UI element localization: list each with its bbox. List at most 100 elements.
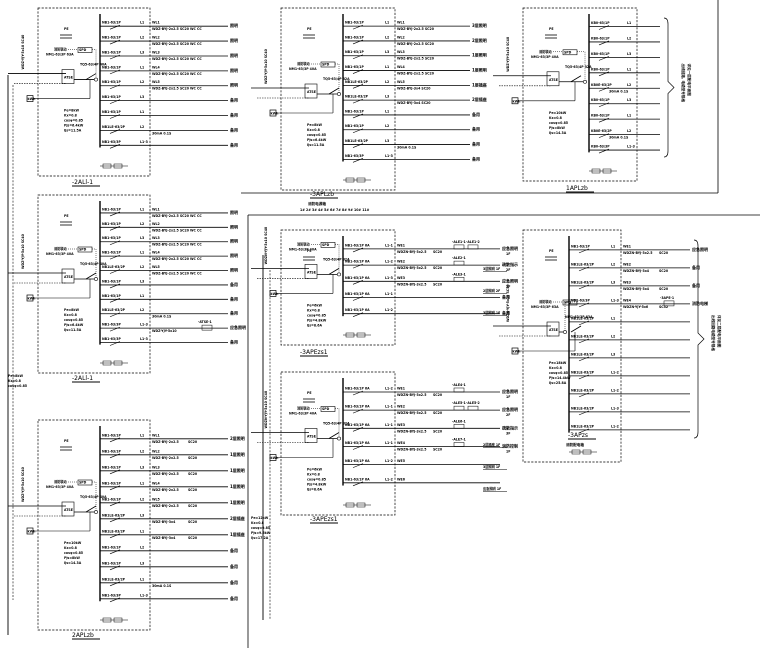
phase-label: L2 — [140, 125, 144, 129]
param-text: cosφ=0.85 — [307, 478, 326, 482]
breaker-blade — [578, 320, 590, 326]
conduit-spec: SC20 — [433, 250, 443, 254]
panel-title: -2ALl-1 — [72, 375, 93, 382]
phase-label: L1 — [611, 316, 615, 320]
cable-spec: WDZ-YJY-5x10 — [152, 329, 177, 333]
circuit-id: WE1 — [623, 244, 631, 248]
bottom-param-text: Ijs=17.2A — [251, 536, 269, 540]
breaker-label: NB1-63/1P — [102, 36, 121, 40]
cable-spec: WDZ-BYJ-3x4 — [152, 536, 176, 540]
phase-label: L2 — [140, 449, 144, 453]
cable-spec: WDZ-BYJ-2x2.5 SC20 WC CC — [152, 87, 202, 91]
cable-spec: WDZN-BYJ-3x2.5 — [397, 282, 426, 286]
feeder-note: WDZN-YJY-5x10 SC40 — [264, 226, 268, 264]
breaker-blade — [109, 326, 121, 332]
breaker-blade — [352, 143, 364, 148]
param-text: Pe=6kW — [307, 468, 323, 472]
fire-signal-label: 消防联动 — [297, 61, 311, 66]
main-breaker-label: TQ5-63/4P 32A — [323, 422, 350, 426]
breaker-blade — [578, 356, 590, 362]
breaker-label: NB1-63/1P — [102, 80, 121, 84]
load-destination: 照明 — [230, 267, 238, 273]
load-destination: 照明 — [230, 52, 238, 58]
phase-label: L1-1 — [385, 292, 393, 296]
cable-spec: WDZ-BYJ-2x2.5 — [152, 440, 179, 444]
param-text: cosφ=0.85 — [549, 121, 568, 125]
breaker-blade — [598, 102, 610, 107]
incoming-breaker-label: NM1-63/3P 40A — [289, 67, 317, 71]
param-text: Ijs=14.3A — [64, 561, 82, 565]
breaker-label: NB1-63/1P 6A — [345, 243, 370, 247]
param-text: Pjs=6.4kW — [64, 323, 84, 327]
spd-box — [320, 406, 336, 412]
conduit-spec: SC20 — [433, 282, 443, 286]
load-destination: 备用 — [501, 310, 510, 316]
phase-label: L1-2 — [385, 386, 393, 390]
param-text: Pe=18kW — [549, 361, 567, 365]
load-device-box — [453, 424, 465, 429]
load-destination: 1层照明 — [230, 483, 245, 489]
breaker-blade — [352, 445, 364, 450]
incoming-breaker-label: NM1-63/3P 40A — [46, 252, 74, 256]
load-destination: 2层插座 — [230, 515, 245, 521]
breaker-blade — [109, 597, 121, 603]
load-destination: 备用 — [229, 563, 238, 569]
cable-spec: WDZN-BYJ-3x2.5 — [397, 393, 426, 397]
load-destination: 备用 — [229, 310, 238, 316]
bus-node — [94, 510, 98, 514]
phase-label: L2 — [140, 308, 144, 312]
breaker-label: NB1-63/1P 6A — [345, 276, 370, 280]
circuit-id: WL2 — [397, 35, 405, 39]
param-text: cosφ=0.85 — [307, 133, 326, 137]
ats-switch — [546, 71, 560, 87]
phase-label: L2 — [140, 497, 144, 501]
load-device-box — [201, 324, 213, 331]
phase-label: L1 — [140, 294, 144, 298]
panel-enclosure — [522, 7, 638, 182]
left-feed-label: 2层照明 2F — [483, 288, 500, 293]
phase-label: L2 — [140, 265, 144, 269]
phase-label: L3 — [140, 513, 144, 517]
load-destination: 备用 — [471, 126, 480, 132]
bottom-param-text: Pe=12kW — [251, 516, 269, 520]
load-floor: 2F — [506, 413, 510, 417]
breaker-label: KB0-63/1P — [591, 36, 610, 40]
phase-label: L1-3 — [627, 145, 635, 149]
cable-spec: WDZ-BYJ-3x4 — [152, 520, 176, 524]
breaker-label: NB1LE-63/2P — [102, 513, 126, 517]
breaker-blade — [578, 266, 590, 272]
load-destination: 疏散指示 — [502, 261, 518, 267]
breaker-blade — [352, 39, 364, 45]
trunk-risers — [7, 75, 271, 635]
phase-label: L2 — [627, 129, 631, 133]
pe-label: PE — [64, 439, 69, 443]
breaker-label: NB1LE-63/2P — [571, 352, 595, 356]
phase-label: L2 — [140, 36, 144, 40]
load-destination: 疏散指示 — [502, 424, 518, 430]
phase-label: L3 — [140, 465, 144, 469]
breaker-blade — [598, 25, 610, 30]
breaker-label: NB1-63/1P 6A — [345, 477, 370, 481]
phase-label: L1-3 — [611, 406, 619, 410]
bottom-param-text: Pe=8kW — [8, 374, 24, 378]
breaker-label: NB1-63/1P — [345, 109, 364, 113]
cable-spec: 30mA 0.1S — [152, 315, 172, 319]
